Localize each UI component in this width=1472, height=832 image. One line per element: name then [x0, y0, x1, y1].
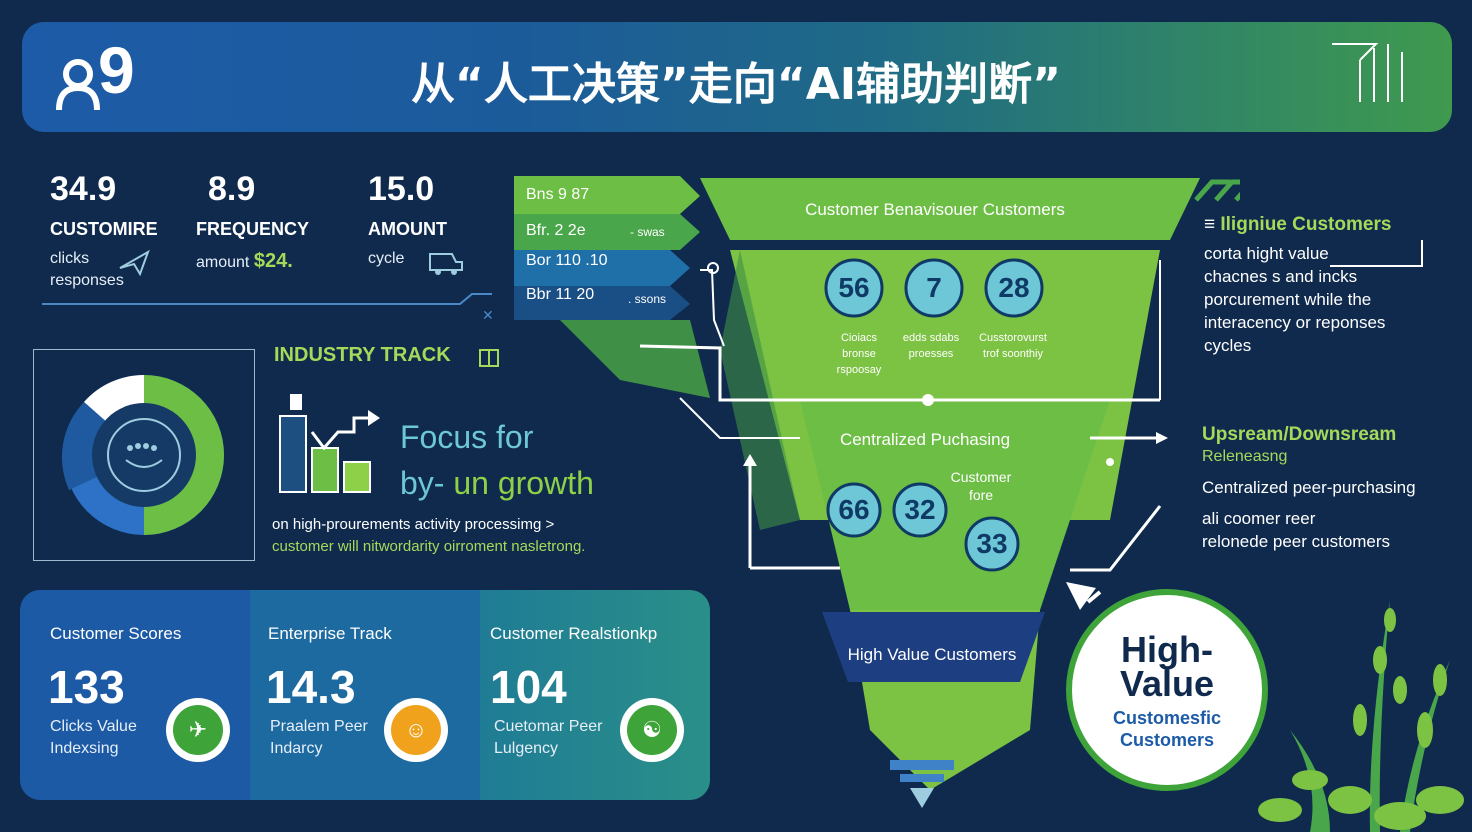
plane-icon — [119, 249, 150, 276]
bubble-sub: Cusstorovurst trof soonthiy — [979, 332, 1047, 360]
stat-label: CUSTOMIRE — [50, 219, 158, 239]
stat-highlight: $24. — [253, 250, 293, 272]
relationship-icon: ☯ — [627, 705, 677, 755]
right-block-2: Upsream/Downsream Releneasng Centralized… — [1202, 424, 1462, 553]
bubble-value: 66 — [838, 494, 870, 525]
funnel-tab-2: Bfr. 2 2e — [526, 222, 586, 239]
stat-label: FREQUENCY — [196, 219, 310, 239]
stat-value: 15.0 — [368, 170, 435, 208]
stat-sub: amount — [196, 254, 250, 271]
bubble-value: 32 — [904, 494, 936, 525]
card-sub: Praalem Peer Indarcy — [270, 718, 368, 757]
hv-line-4: Customers — [1119, 730, 1215, 750]
right-block-2-line: relonede peer customers — [1202, 532, 1391, 551]
card-icon-circle: ✈ — [166, 698, 230, 762]
donut-chart-box — [33, 349, 255, 561]
chart-icon — [479, 349, 499, 367]
focus-headline: Focus for by- un growth — [400, 414, 594, 506]
stat-frequency: 8.9 FREQUENCY amount $24. — [196, 170, 309, 273]
truck-icon — [429, 253, 463, 275]
user-icon — [56, 59, 100, 111]
right-block-2-head: Upsream/Downsream — [1202, 424, 1397, 445]
industry-track-label: INDUSTRY TRACK — [274, 344, 451, 366]
funnel-mid-label: Centralized Puchasing — [839, 430, 1011, 449]
hv-line-3: Customesfic — [1112, 708, 1222, 728]
plant-icon — [1258, 600, 1464, 832]
focus-line-2a: by- — [400, 465, 445, 501]
logo-number: 9 — [98, 33, 135, 107]
stat-label: AMOUNT — [368, 219, 447, 239]
card-sub: Clicks Value Indexsing — [50, 718, 137, 757]
hv-line-2: Value — [1119, 663, 1215, 704]
bubble-value: 7 — [926, 272, 942, 303]
card-value: 14.3 — [266, 661, 356, 713]
card-customer-relationship: Customer Realstionkp 104 Cuetomar Peer L… — [480, 590, 710, 800]
stat-customire: 34.9 CUSTOMIRE clicks responses — [50, 170, 158, 290]
signal-icon — [1332, 43, 1403, 102]
funnel-mid-side: Customer fore — [950, 469, 1012, 503]
card-title: Enterprise Track — [268, 624, 392, 643]
funnel-top-label: Customer Benavisouer Customers — [805, 200, 1065, 219]
card-title: Customer Realstionkp — [490, 624, 658, 643]
svg-text:✕: ✕ — [482, 308, 492, 322]
stat-value: 8.9 — [208, 170, 256, 208]
stats-divider-line: ✕ — [42, 293, 492, 322]
right-block-2-line: ali coomer reer — [1202, 509, 1316, 528]
right-block-1-head: Iligniue Customers — [1220, 214, 1392, 235]
funnel-tab-2-side: - swas — [630, 225, 665, 239]
right-block-1: ≡ Iligniue Customers corta hight value c… — [1204, 214, 1464, 357]
right-block-1-line: porcurement while the — [1204, 290, 1372, 309]
high-value-badge: High- Value Customesfic Customers — [1066, 589, 1268, 791]
header-banner — [22, 22, 1452, 132]
bubble-sub: edds sdabs proesses — [902, 332, 960, 360]
card-icon-circle: ☺ — [384, 698, 448, 762]
card-value: 133 — [48, 661, 125, 713]
page-title: 从“人工决策”走向“AI辅助判断” — [410, 59, 1062, 110]
bubble-sub: Cioiacs bronse rspoosay — [836, 332, 882, 376]
focus-line-1: Focus for — [400, 419, 534, 455]
card-customer-scores: Customer Scores 133 Clicks Value Indexsi… — [20, 590, 250, 800]
card-icon-circle: ☯ — [620, 698, 684, 762]
industry-description: on high-prourements activity processimg … — [272, 514, 585, 558]
desc-line-2: customer will nitwordarity oirroment nas… — [272, 538, 586, 555]
metric-cards: Customer Scores 133 Clicks Value Indexsi… — [20, 590, 710, 800]
bar-growth-icon — [279, 394, 380, 493]
card-sub: Cuetomar Peer Lulgency — [494, 718, 603, 757]
funnel-bottom-label: High Value Customers — [847, 645, 1017, 664]
funnel-tab-3: Bor 110 .10 — [526, 252, 608, 269]
donut-chart — [61, 374, 224, 535]
funnel-tab-4-side: . ssons — [628, 292, 667, 306]
right-block-1-line: chacnes s and incks — [1204, 267, 1358, 286]
stat-sub: cycle — [368, 250, 405, 267]
right-block-2-head2: Releneasng — [1202, 448, 1288, 465]
stat-value: 34.9 — [50, 170, 117, 208]
funnel-diagram — [514, 176, 1240, 808]
desc-line-1: on high-prourements activity processimg … — [272, 516, 555, 533]
card-value: 104 — [490, 661, 567, 713]
card-enterprise-track: Enterprise Track 14.3 Praalem Peer Indar… — [250, 590, 480, 800]
stat-sub-2: responses — [50, 272, 124, 289]
focus-line-2b: un growth — [453, 465, 594, 501]
bubble-value: 33 — [976, 528, 1008, 559]
handshake-icon: ☺ — [391, 705, 441, 755]
bubble-value: 28 — [998, 272, 1030, 303]
bracket-line — [1330, 240, 1423, 267]
funnel-tab-1: Bns 9 87 — [526, 186, 590, 203]
funnel-tab-4: Bbr 11 20 — [526, 286, 595, 303]
right-block-1-line: corta hight value — [1204, 244, 1329, 263]
card-title: Customer Scores — [50, 624, 182, 643]
hv-line-1: High- — [1121, 629, 1213, 670]
stat-sub: clicks — [50, 250, 90, 267]
bubble-value: 56 — [838, 272, 870, 303]
right-block-1-line: interacency or reponses — [1204, 313, 1386, 332]
right-block-1-line: cycles — [1204, 336, 1252, 355]
arrow-icon: ✈ — [173, 705, 223, 755]
stat-amount: 15.0 AMOUNT cycle — [368, 170, 447, 268]
right-block-2-line: Centralized peer-purchasing — [1202, 478, 1416, 497]
